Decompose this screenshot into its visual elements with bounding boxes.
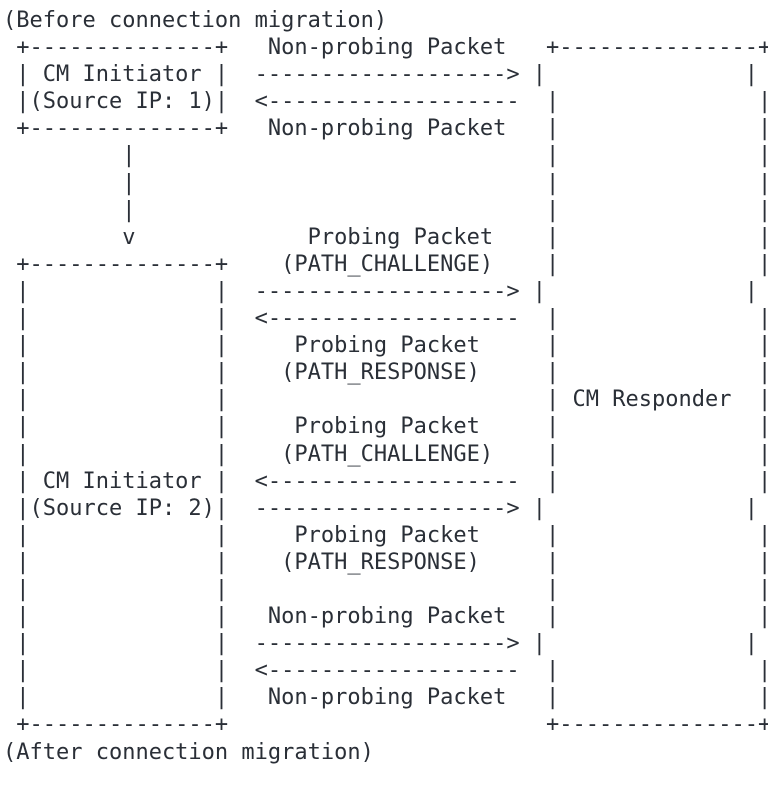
diagram-line: | | (PATH_CHALLENGE) | | xyxy=(3,441,768,467)
diagram-line: +--------------+ +---------------+ xyxy=(3,712,768,738)
diagram-line: | | (PATH_RESPONSE) | | xyxy=(3,360,768,386)
diagram-line: | | Probing Packet | | xyxy=(3,414,768,440)
diagram-line: |(Source IP: 2)| -------------------> | … xyxy=(3,495,758,521)
diagram-line: | | | | xyxy=(3,576,768,602)
diagram-line: | | -------------------> | | xyxy=(3,631,758,657)
diagram-line: |(Source IP: 1)| <------------------- | … xyxy=(3,89,768,115)
diagram-line: | | <------------------- | | xyxy=(3,306,768,332)
diagram-line: | | | CM Responder | xyxy=(3,387,768,413)
diagram-line: | | | xyxy=(3,143,768,169)
diagram-line: | | Non-probing Packet | | xyxy=(3,685,768,711)
diagram-line: | CM Initiator | <------------------- | … xyxy=(3,468,768,494)
diagram-line: | | | xyxy=(3,170,768,196)
ascii-sequence-diagram: (Before connection migration) +---------… xyxy=(3,7,768,766)
diagram-line: | | Probing Packet | | xyxy=(3,333,768,359)
diagram-line: | | -------------------> | | xyxy=(3,278,758,304)
diagram-line: | | Probing Packet | | xyxy=(3,522,768,548)
diagram-line: (Before connection migration) xyxy=(3,8,388,33)
diagram-line: v Probing Packet | | xyxy=(3,224,768,250)
diagram-line: +--------------+ Non-probing Packet | | xyxy=(3,116,768,142)
diagram-line: | | Non-probing Packet | | xyxy=(3,604,768,630)
diagram-line: | | <------------------- | | xyxy=(3,658,768,684)
diagram-line: +--------------+ (PATH_CHALLENGE) | | xyxy=(3,251,768,277)
diagram-line: (After connection migration) xyxy=(3,739,374,765)
diagram-line: +--------------+ Non-probing Packet +---… xyxy=(3,35,768,61)
diagram-line: | | | xyxy=(3,197,768,223)
diagram-line: | CM Initiator | -------------------> | … xyxy=(3,62,758,88)
diagram-line: | | (PATH_RESPONSE) | | xyxy=(3,549,768,575)
